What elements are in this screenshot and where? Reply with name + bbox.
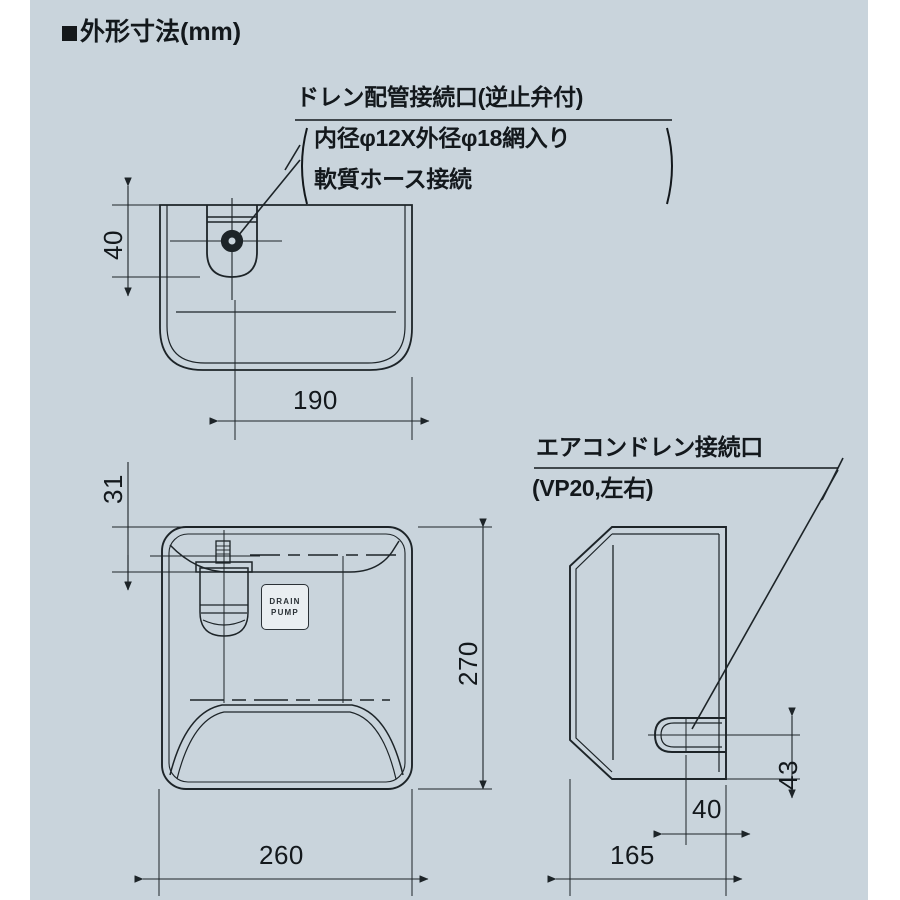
side-view-group	[547, 457, 844, 896]
dim-label-165: 165	[610, 840, 655, 870]
page-title-text: 外形寸法(mm)	[80, 18, 242, 46]
drain-pump-badge-line2: PUMP	[271, 608, 299, 617]
dim-label-260: 260	[259, 840, 304, 870]
side-view-outline	[569, 526, 727, 780]
top-view-leader	[237, 159, 301, 237]
front-view-bottom-curve2	[176, 711, 397, 780]
front-view-group	[112, 462, 492, 896]
dim-label-43: 43	[773, 760, 803, 790]
dim-label-40-top: 40	[98, 230, 128, 260]
drain-pump-badge: DRAIN PUMP	[261, 584, 309, 630]
top-view-group	[112, 144, 430, 440]
page-title: 外形寸法(mm)	[62, 20, 241, 45]
front-view-top-curve	[169, 540, 400, 573]
side-view-leader	[691, 469, 839, 730]
front-view-bottom-curve	[169, 704, 404, 776]
dim-label-190: 190	[293, 385, 338, 415]
drawing-canvas-background	[30, 0, 868, 900]
drain-pipe-annotation-line3: 軟質ホース接続	[314, 166, 472, 192]
top-view-drain-circle-inner	[227, 236, 237, 246]
dim-label-31: 31	[98, 474, 128, 504]
drain-pipe-annotation-line1: ドレン配管接続口(逆止弁付)	[296, 84, 584, 110]
front-view-outline-inner	[168, 533, 406, 783]
annotation-leader-tail	[284, 144, 301, 171]
drain-pump-badge-line1: DRAIN	[269, 597, 301, 606]
front-view-outline	[161, 526, 413, 790]
front-view-pump-stem	[215, 540, 231, 564]
top-view-outline-inner	[166, 205, 406, 364]
annotation-brackets	[295, 119, 838, 469]
title-bullet-icon	[62, 26, 77, 41]
aircon-drain-annotation-line1: エアコンドレン接続口	[536, 434, 764, 460]
side-view-outline-inner	[575, 533, 720, 773]
paren-right-big	[666, 127, 673, 205]
paren-left-big	[301, 127, 308, 205]
aircon-drain-annotation-line2: (VP20,左右)	[532, 475, 654, 501]
side-annotation-leader-tail	[821, 457, 844, 501]
top-view-outline	[159, 204, 413, 371]
dim-label-40-side: 40	[692, 794, 722, 824]
drain-pipe-annotation-line2: 内径φ12X外径φ18網入り	[314, 125, 571, 151]
dim-label-270: 270	[453, 641, 483, 686]
